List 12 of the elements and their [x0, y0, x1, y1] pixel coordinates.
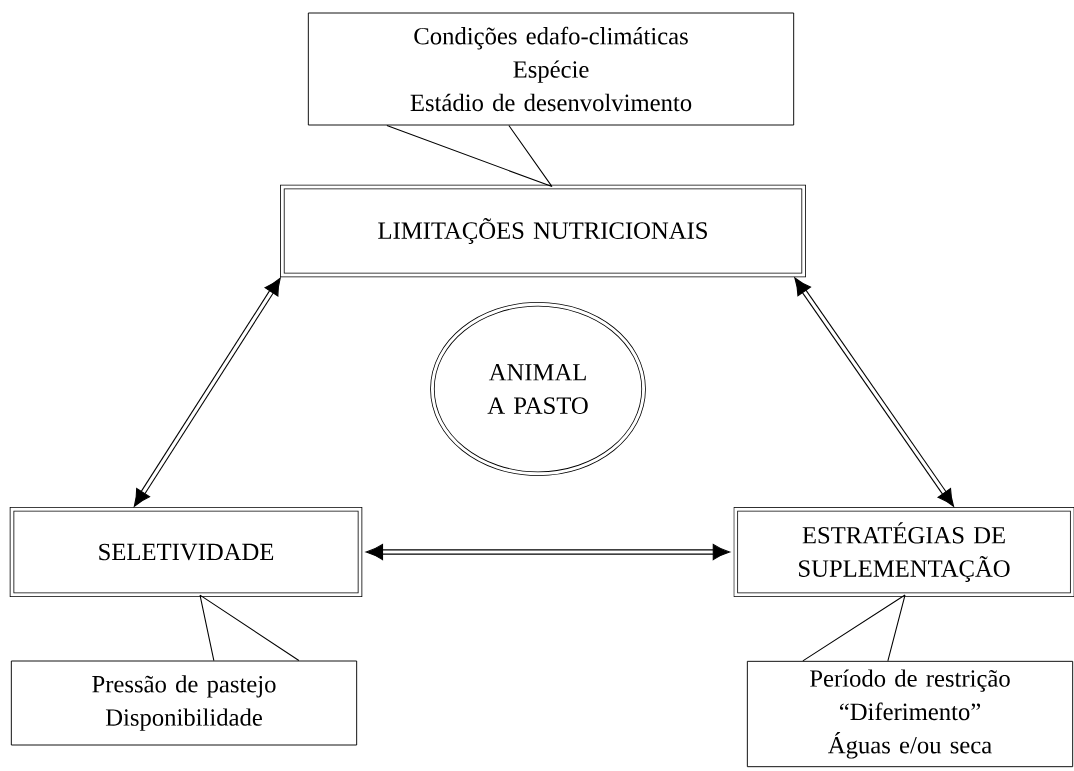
title-box: LIMITAÇÕES NUTRICIONAIS [280, 184, 806, 278]
category-box: SELETIVIDADE [9, 507, 363, 597]
category-box: ESTRATÉGIAS DE SUPLEMENTAÇÃO [733, 507, 1074, 597]
double-arrow [794, 277, 955, 507]
callout-box: Condições edafo-climáticas Espécie Estádio de desenvolvimento [307, 12, 795, 126]
double-arrow [365, 543, 731, 561]
callout-box: Período de restrição “Diferimento” Águas e/ou seca [746, 660, 1074, 768]
double-arrow [133, 277, 281, 507]
callout-tail [386, 124, 553, 188]
callout-tail [199, 594, 300, 662]
callout-box: Pressão de pastejo Disponibilidade [10, 660, 358, 746]
callout-tail [802, 594, 906, 662]
